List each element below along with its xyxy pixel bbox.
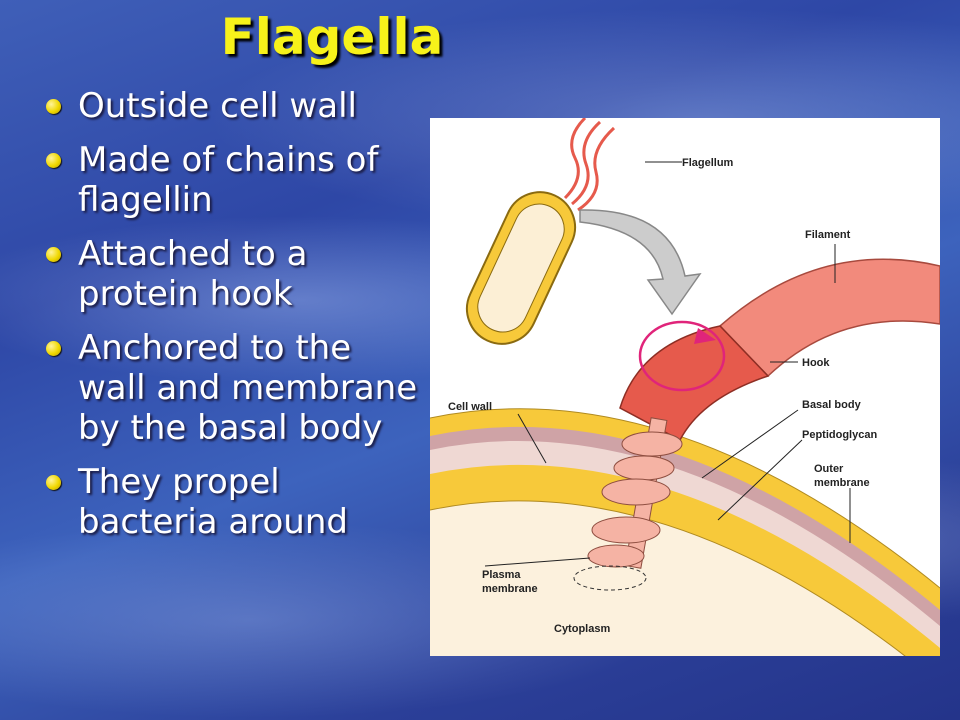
bullet-dot-icon [46, 247, 61, 262]
label-cytoplasm: Cytoplasm [554, 623, 610, 635]
bullet-text: Anchored to the wall and membrane by the… [78, 328, 418, 448]
bullet-item: Anchored to the wall and membrane by the… [44, 328, 424, 448]
bullet-text: Outside cell wall [78, 86, 357, 126]
bullet-item: Made of chains of flagellin [44, 140, 424, 220]
bullet-dot-icon [46, 153, 61, 168]
bullet-dot-icon [46, 99, 61, 114]
rotation-arrow-icon [638, 320, 726, 392]
bullet-text: They propel bacteria around [78, 462, 348, 542]
slide-title: Flagella [220, 8, 444, 66]
flagellum-diagram-svg: Flagellum Filament Hook Cell wall Basal … [430, 118, 940, 656]
label-basal-body: Basal body [802, 399, 862, 411]
flagellum-diagram: Flagellum Filament Hook Cell wall Basal … [430, 118, 940, 656]
bullet-dot-icon [46, 475, 61, 490]
basal-body [573, 417, 683, 591]
label-plasma-membrane-2: membrane [482, 583, 538, 595]
filament-shape [718, 258, 940, 378]
bullet-item: They propel bacteria around [44, 462, 424, 542]
hook-shape [619, 325, 770, 442]
bullet-text: Made of chains of flagellin [78, 140, 379, 220]
bullet-list: Outside cell wall Made of chains of flag… [44, 86, 424, 556]
label-peptidoglycan: Peptidoglycan [802, 429, 877, 441]
label-outer-membrane-1: Outer [814, 463, 844, 475]
label-outer-membrane-2: membrane [814, 477, 870, 489]
bullet-dot-icon [46, 341, 61, 356]
cell-envelope [430, 408, 940, 656]
label-plasma-membrane-1: Plasma [482, 569, 521, 581]
label-flagellum: Flagellum [682, 157, 734, 169]
label-cell-wall: Cell wall [448, 401, 492, 413]
bullet-item: Outside cell wall [44, 86, 424, 126]
label-hook: Hook [802, 357, 830, 369]
bullet-text: Attached to a protein hook [78, 234, 308, 314]
bullet-item: Attached to a protein hook [44, 234, 424, 314]
bacterium-cell-icon [465, 118, 616, 345]
label-filament: Filament [805, 229, 851, 241]
zoom-arrow-icon [579, 209, 702, 316]
